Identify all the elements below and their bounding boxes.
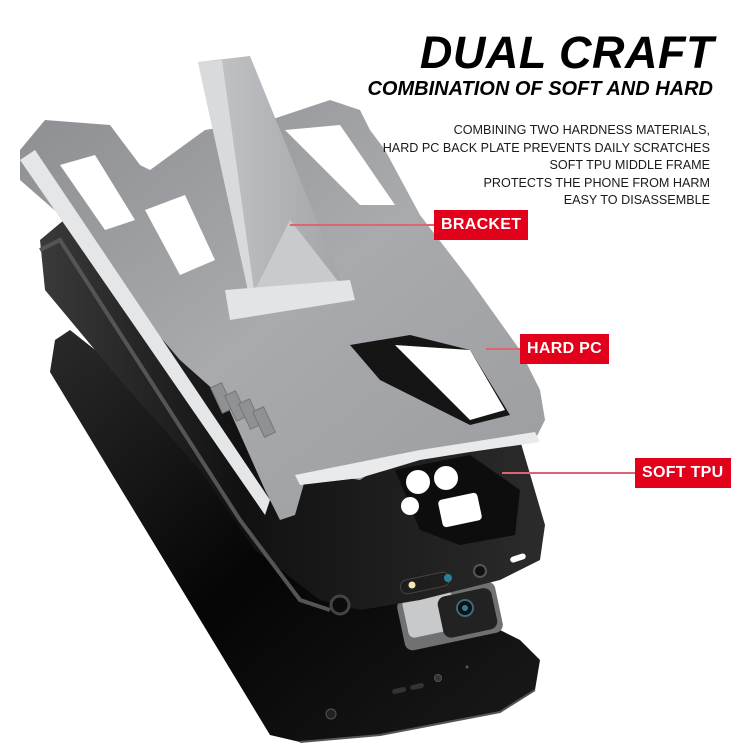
description-line: SOFT TPU MIDDLE FRAME xyxy=(549,158,710,173)
hard-pc-callout-label: HARD PC xyxy=(520,334,609,364)
bracket-leader-line xyxy=(290,224,435,226)
kickstand-bracket xyxy=(198,56,355,320)
feature-description: COMBINING TWO HARDNESS MATERIALS, HARD P… xyxy=(383,122,710,210)
page-title: DUAL CRAFT xyxy=(419,27,714,78)
soft-tpu-leader-line xyxy=(502,472,637,474)
description-line: PROTECTS THE PHONE FROM HARM xyxy=(483,175,710,190)
page-subtitle: COMBINATION OF SOFT AND HARD xyxy=(367,78,713,100)
hard-pc-leader-line xyxy=(486,348,521,350)
soft-tpu-callout-label: SOFT TPU xyxy=(635,458,731,488)
description-line: COMBINING TWO HARDNESS MATERIALS, xyxy=(453,123,710,137)
description-line: EASY TO DISASSEMBLE xyxy=(563,193,710,208)
description-line: HARD PC BACK PLATE PREVENTS DAILY SCRATC… xyxy=(382,140,710,155)
bracket-callout-label: BRACKET xyxy=(434,210,529,240)
